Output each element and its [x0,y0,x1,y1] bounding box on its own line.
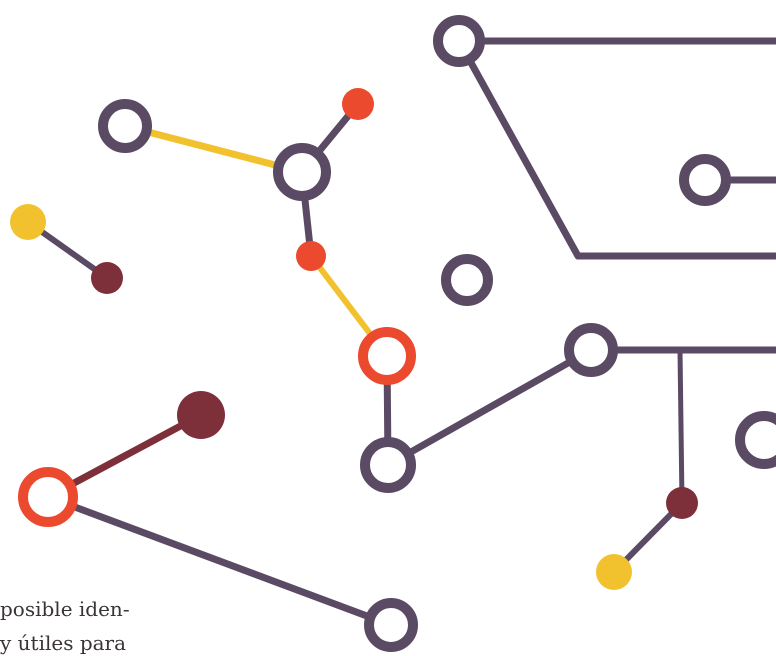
node-dot-yellow-left [10,204,46,240]
node-dot-maroon-right [666,487,698,519]
node-ring-left [98,99,152,153]
node-ring-red [358,327,416,385]
node-ring-center [273,143,331,201]
node-ring-right [679,154,731,206]
edge-left-yellow [121,122,306,176]
network-nodes [10,15,776,652]
node-ring-junction [564,323,618,377]
node-dot-red-mid [296,241,326,271]
node-ring-lower [360,437,416,493]
edge-drop [677,347,685,506]
caption-line-2: y útiles para [0,631,127,655]
caption-line-1: posible iden- [0,597,130,621]
node-dot-yellow-bottom [596,554,632,590]
node-ring-isolated [441,254,493,306]
node-ring-red-left [18,467,78,527]
node-dot-maroon-left [91,262,123,294]
node-dot-maroon-large [177,391,225,439]
edge-top-diagonal [455,37,776,260]
edge-bottom [44,493,395,629]
node-ring-bottom [364,598,418,652]
node-dot-red-top [342,88,374,120]
caption-text: posible iden- y útiles para [0,592,190,656]
node-ring-top [433,15,485,67]
node-ring-edge-right [735,411,776,469]
